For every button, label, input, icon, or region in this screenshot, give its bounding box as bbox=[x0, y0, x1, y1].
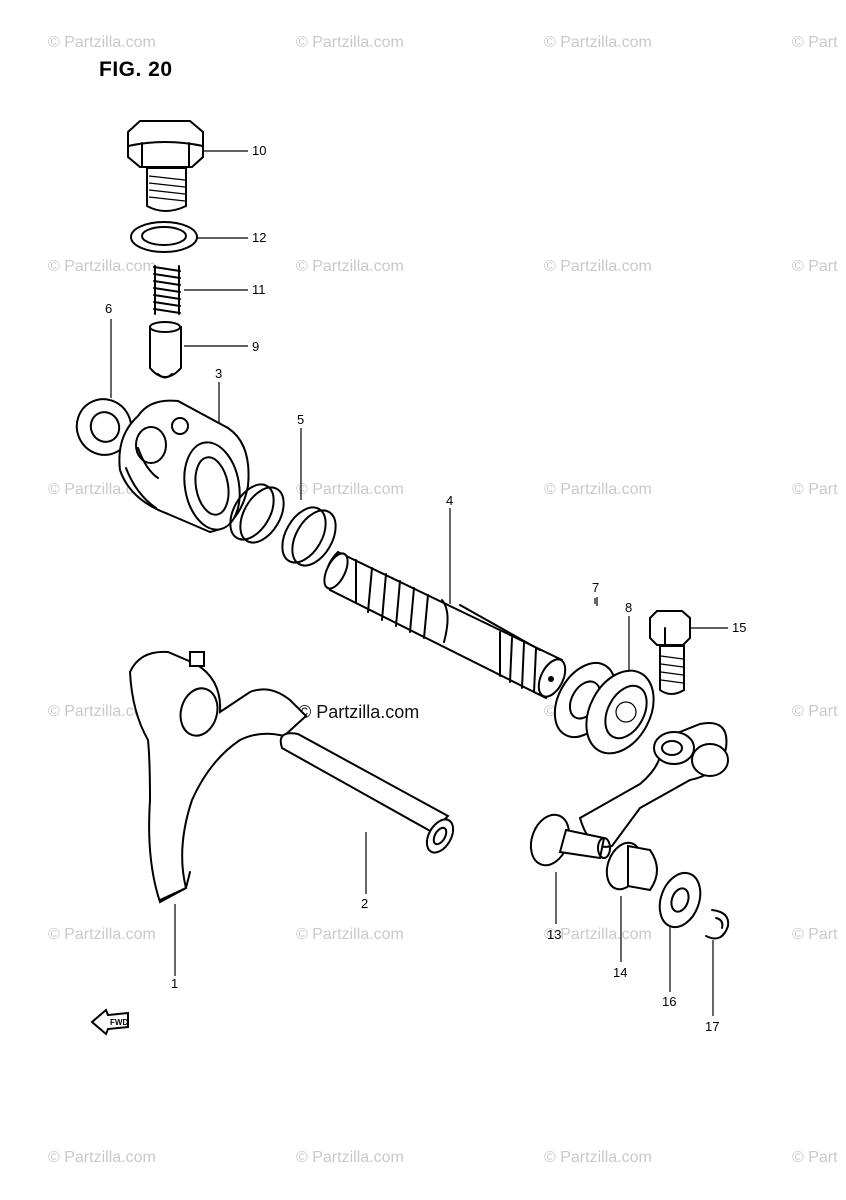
callout-11: 11 bbox=[252, 282, 266, 297]
part-5-springs bbox=[229, 483, 337, 567]
part-15-bolt bbox=[649, 610, 691, 695]
watermark: © Partzilla.com bbox=[48, 1149, 156, 1166]
watermark: © Part bbox=[792, 481, 838, 498]
callout-4: 4 bbox=[446, 493, 454, 508]
watermark: © Part bbox=[792, 1149, 838, 1166]
part-1-shift-fork bbox=[128, 650, 308, 904]
watermark: © Partzilla.com bbox=[296, 926, 404, 943]
callout-3: 3 bbox=[215, 366, 223, 381]
watermark: © Partzilla.com bbox=[544, 481, 652, 498]
watermark: © Partzilla.com bbox=[296, 1149, 404, 1166]
callout-10: 10 bbox=[252, 143, 267, 158]
callout-16: 16 bbox=[662, 994, 677, 1009]
part-9-pin bbox=[149, 321, 182, 379]
fwd-label: FWD bbox=[110, 1018, 128, 1027]
watermark: © Part bbox=[792, 926, 838, 943]
watermark: © Part bbox=[792, 258, 838, 275]
callout-6: 6 bbox=[105, 301, 113, 316]
watermark: © Partzilla.com bbox=[48, 258, 156, 275]
part-12-washer bbox=[130, 221, 198, 253]
watermark: © Partzilla.com bbox=[48, 703, 156, 720]
callout-17: 17 bbox=[705, 1019, 720, 1034]
callout-2: 2 bbox=[361, 896, 369, 911]
watermark: © Partzilla.com bbox=[296, 481, 404, 498]
part-3-cam bbox=[118, 399, 250, 534]
part-11-spring bbox=[153, 265, 181, 315]
callout-13: 13 bbox=[547, 927, 562, 942]
callout-5: 5 bbox=[297, 412, 305, 427]
center-watermark: © Partzilla.com bbox=[298, 702, 420, 722]
callout-7: 7 bbox=[592, 580, 600, 595]
watermark: © Part bbox=[792, 34, 838, 51]
callout-1: 1 bbox=[171, 976, 179, 991]
watermark: © Partzilla.com bbox=[544, 258, 652, 275]
watermark: © Partzilla.com bbox=[48, 926, 156, 943]
callout-15: 15 bbox=[732, 620, 747, 635]
part-13-shift-arm bbox=[529, 722, 729, 867]
part-8-oil-seal bbox=[585, 669, 655, 755]
callout-8: 8 bbox=[625, 600, 633, 615]
watermark: © Partzilla.com bbox=[544, 1149, 652, 1166]
watermark: © Partzilla.com bbox=[544, 34, 652, 51]
part-17-circlip bbox=[705, 909, 730, 940]
watermark: © Partzilla.com bbox=[48, 34, 156, 51]
watermark: © Part bbox=[792, 703, 838, 720]
callout-9: 9 bbox=[252, 339, 260, 354]
figure-title: FIG. 20 bbox=[99, 58, 173, 81]
part-16-washer bbox=[658, 871, 702, 929]
fwd-arrow-icon: FWD bbox=[90, 1008, 129, 1036]
part-10-bolt bbox=[127, 120, 204, 212]
part-14-collar bbox=[605, 841, 658, 892]
watermark: © Partzilla.com bbox=[296, 34, 404, 51]
part-2-fork-rod bbox=[279, 732, 455, 854]
watermark: © Partzilla.com bbox=[544, 926, 652, 943]
part-6-washer bbox=[75, 398, 133, 456]
part-4-shift-shaft bbox=[323, 550, 567, 700]
watermark: © Partzilla.com bbox=[296, 258, 404, 275]
callout-14: 14 bbox=[613, 965, 628, 980]
callout-12: 12 bbox=[252, 230, 267, 245]
